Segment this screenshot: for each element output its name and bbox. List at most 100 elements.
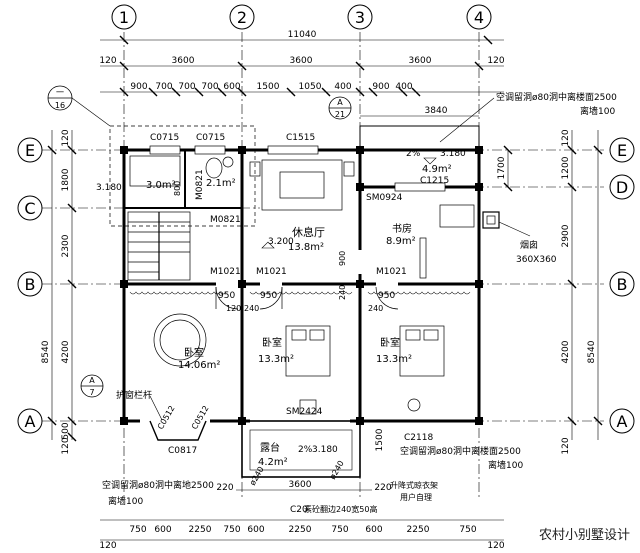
dim-bot-600a: 600: [154, 525, 171, 535]
detail-bubbles: [47, 85, 352, 398]
code-sm0924: SM0924: [366, 193, 403, 203]
dim-bot-120b: 120: [487, 541, 504, 551]
bathroom-fixtures: [124, 150, 242, 209]
dim-top-3840: 3840: [425, 106, 448, 116]
note-ac-left-2: 离墙100: [108, 495, 143, 507]
dim-left-8540: 8540: [41, 340, 51, 363]
watermark: 农村小别墅设计: [538, 528, 630, 543]
code-c0715a: C0715: [150, 133, 179, 143]
dim-240c: 240: [338, 285, 347, 300]
note-dryer-2: 用户自理: [400, 492, 432, 502]
dim-240b: 240: [368, 304, 383, 313]
dim-top-700b: 700: [178, 82, 195, 92]
top-dimension-lines: [100, 35, 504, 117]
axis-label-4: 4: [474, 8, 484, 27]
dim-top-1050: 1050: [299, 82, 322, 92]
room-study-name: 书房: [392, 222, 412, 235]
room-lounge-name: 休息厅: [292, 225, 325, 239]
note-ac-top: 空调留洞ø80洞中离楼面2500: [496, 91, 617, 103]
study-furniture: [419, 204, 500, 279]
room-bath1-area: 3.0m²: [146, 180, 176, 191]
dim-bot-750a: 750: [129, 525, 146, 535]
dim-800: 800: [173, 181, 182, 196]
note-ac-top-2: 离墙100: [580, 105, 615, 117]
dim-bot-600b: 600: [247, 525, 264, 535]
room-bed-mid-area: 13.3m²: [258, 354, 294, 365]
dim-right-120a: 120: [561, 129, 571, 146]
dim-top-900: 900: [130, 82, 147, 92]
code-sm2424: SM2424: [286, 407, 323, 417]
room-bed-left-name: 卧室: [184, 346, 204, 359]
note-chimney: 烟囱: [520, 239, 538, 251]
dim-bot-220a: 220: [216, 483, 233, 493]
note-dryer: 升降式晾衣架: [390, 480, 438, 490]
dim-right-120b: 120: [561, 437, 571, 454]
detail-box: [109, 125, 256, 227]
phi240a: ø240: [248, 465, 266, 487]
windows-top: [149, 145, 446, 192]
balcony: [241, 420, 361, 478]
detail-A21-top: A: [337, 98, 343, 107]
room-bed-mid-name: 卧室: [262, 336, 282, 349]
dim-bot-750b: 750: [223, 525, 240, 535]
dim-right-8540: 8540: [587, 340, 597, 363]
note-rail: 护窗栏杆: [116, 389, 152, 401]
detail-1-top: 一: [56, 88, 64, 97]
bedroom-furniture: [153, 313, 445, 415]
elev-3180b: 3.180: [440, 149, 466, 159]
axis-label-A-right: A: [617, 412, 628, 431]
elev-3180a: 3.180: [96, 183, 122, 193]
elev-marker-1: [261, 241, 275, 249]
dim-bot-600c: 600: [365, 525, 382, 535]
dim-950c: 950: [378, 291, 395, 301]
note-ac-left: 空调留洞ø80洞中离地2500: [102, 479, 214, 491]
note-c20: 素砼翻边240宽50高: [304, 504, 377, 514]
door-swings: [215, 286, 399, 310]
code-c2118: C2118: [404, 433, 433, 443]
top-terrace: [359, 125, 480, 151]
detail-1-num: 16: [55, 101, 65, 110]
code-c0715b: C0715: [196, 133, 225, 143]
room-study-area: 8.9m²: [386, 236, 416, 247]
elev-3180c: 3.180: [312, 445, 338, 455]
dim-top-900b: 900: [372, 82, 389, 92]
bottom-dimension-lines: [100, 489, 504, 541]
room-bed-right-name: 卧室: [380, 336, 400, 349]
dim-left-4200: 4200: [61, 340, 71, 363]
pct-bot: 2%: [298, 445, 313, 455]
dim-right-1200: 1200: [561, 156, 571, 179]
dim-top-700a: 700: [155, 82, 172, 92]
dim-top-3600c: 3600: [409, 56, 432, 66]
leader-ac-top: [439, 97, 495, 143]
room-bed-left-area: 14.06m²: [178, 360, 220, 371]
axis-bubbles: [17, 4, 635, 434]
detail-A21-num: 21: [335, 110, 345, 119]
leader-rail: [149, 395, 163, 421]
stair: [127, 211, 191, 281]
axis-label-2: 2: [237, 8, 247, 27]
dim-950b: 950: [260, 291, 277, 301]
dim-120: 120: [226, 304, 241, 313]
dim-bot-750d: 750: [459, 525, 476, 535]
elev-marker-2: [423, 157, 437, 165]
axis-label-B-right: B: [617, 275, 628, 294]
dim-bot-2250a: 2250: [189, 525, 212, 535]
room-bed-right-area: 13.3m²: [376, 354, 412, 365]
axis-label-D-right: D: [616, 178, 628, 197]
dim-bot-220b: 220: [374, 483, 391, 493]
dim-right-4200: 4200: [561, 340, 571, 363]
note-ac-right: 空调留洞ø80洞中离楼面2500: [400, 445, 521, 457]
room-bath2-area: 2.1m²: [206, 178, 236, 189]
code-c20: C20: [290, 505, 308, 515]
code-c0512a: C0512: [156, 404, 177, 431]
dim-950a: 950: [218, 291, 235, 301]
elev-3200: 3.200: [268, 237, 294, 247]
note-chimney-size: 360X360: [516, 255, 557, 265]
code-c0817: C0817: [168, 446, 197, 456]
room-lounge-area: 13.8m²: [288, 242, 324, 253]
code-m0821b: M0821: [210, 215, 241, 225]
pct-top: 2%: [406, 149, 421, 159]
dim-left-120a: 120: [61, 129, 71, 146]
code-c0512b: C0512: [190, 404, 211, 431]
dim-top-400a: 400: [334, 82, 351, 92]
